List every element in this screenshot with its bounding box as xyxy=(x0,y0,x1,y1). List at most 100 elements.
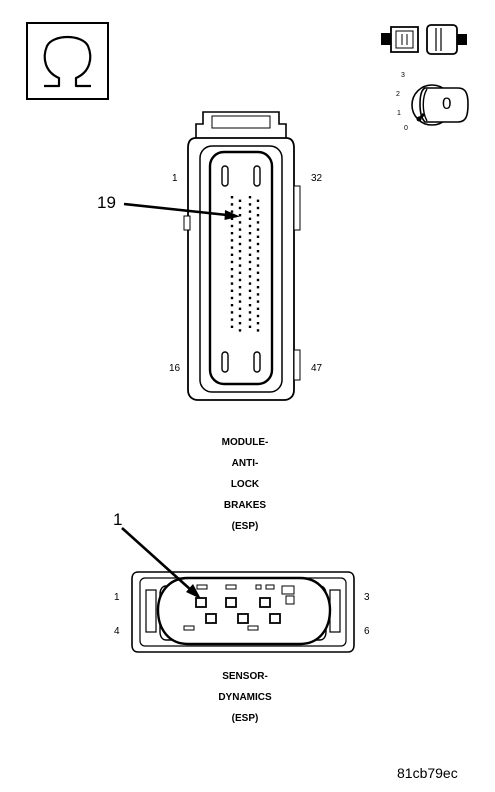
module-pin xyxy=(238,199,242,202)
module-pin xyxy=(230,318,234,321)
module-pin xyxy=(238,329,242,332)
sensor-pin-label-6: 6 xyxy=(364,626,370,637)
module-pin xyxy=(230,311,234,314)
callout-label-19: 19 xyxy=(97,193,116,212)
sensor-pin-label-3: 3 xyxy=(364,592,370,603)
module-pin xyxy=(230,296,234,300)
module-pin xyxy=(248,296,252,300)
module-pin xyxy=(238,214,242,217)
module-pin xyxy=(256,206,260,210)
module-pin xyxy=(256,271,260,274)
module-pin xyxy=(238,293,242,296)
callout-arrow-19 xyxy=(123,202,240,220)
module-caption-line: ANTI- xyxy=(231,458,259,469)
module-pin xyxy=(238,242,242,246)
module-pin xyxy=(238,221,242,224)
module-pin xyxy=(238,278,242,282)
module-pin xyxy=(256,293,260,296)
module-pin-label-1: 1 xyxy=(172,173,178,184)
module-pin xyxy=(230,217,234,220)
module-pin xyxy=(256,314,260,318)
module-pin xyxy=(256,199,260,202)
callout-arrow-1 xyxy=(121,527,201,599)
ignition-position-1: 1 xyxy=(397,110,401,117)
module-pin xyxy=(256,264,260,267)
module-pin xyxy=(248,232,252,235)
module-pin xyxy=(248,196,252,199)
module-pin xyxy=(256,329,260,332)
ignition-position-3: 3 xyxy=(401,72,405,79)
module-pin xyxy=(230,246,234,249)
module-pin xyxy=(230,210,234,213)
module-pin xyxy=(238,271,242,274)
module-caption-line: MODULE- xyxy=(221,437,269,448)
module-pin xyxy=(238,307,242,310)
module-pin xyxy=(256,250,260,253)
ignition-key-icon xyxy=(411,84,469,126)
module-pin xyxy=(238,257,242,260)
module-pin xyxy=(248,289,252,292)
sensor-caption-line: SENSOR- xyxy=(222,671,268,682)
sensor-caption-line: DYNAMICS xyxy=(218,692,272,703)
module-pin xyxy=(230,289,234,292)
module-pin xyxy=(238,264,242,267)
module-pin xyxy=(230,196,234,199)
module-pin xyxy=(256,322,260,325)
module-pin xyxy=(248,253,252,256)
module-pin xyxy=(238,228,242,231)
module-pin xyxy=(230,224,234,228)
figure-code: 81cb79ec xyxy=(397,765,458,781)
module-pin xyxy=(248,239,252,242)
module-caption-line: (ESP) xyxy=(231,521,259,532)
module-pin-label-16: 16 xyxy=(169,363,181,374)
module-pin-label-32: 32 xyxy=(311,173,323,184)
ignition-position-0: 0 xyxy=(404,125,408,132)
module-pin xyxy=(238,235,242,238)
module-pin xyxy=(248,325,252,328)
module-pin xyxy=(256,278,260,282)
module-pin xyxy=(248,217,252,220)
ignition-position-2: 2 xyxy=(396,91,400,98)
module-pin xyxy=(238,250,242,253)
module-pin xyxy=(256,300,260,303)
module-pin xyxy=(256,307,260,310)
module-pin xyxy=(256,257,260,260)
sensor-connector-face xyxy=(156,576,332,646)
module-pin xyxy=(248,210,252,213)
module-pin xyxy=(238,322,242,325)
module-pin xyxy=(230,325,234,328)
module-pin xyxy=(230,268,234,271)
module-caption: MODULE- ANTI- LOCK BRAKES (ESP) xyxy=(165,432,325,537)
module-pin xyxy=(256,214,260,217)
module-pin xyxy=(248,246,252,249)
sensor-connector xyxy=(131,571,355,653)
module-pin xyxy=(248,282,252,285)
module-pin xyxy=(230,282,234,285)
module-pin xyxy=(238,206,242,210)
module-pin xyxy=(248,260,252,264)
ignition-key-label: 0 xyxy=(442,94,452,113)
module-caption-line: LOCK xyxy=(230,479,260,490)
sensor-pin-label-4: 4 xyxy=(114,626,120,637)
module-pin xyxy=(238,314,242,318)
module-pin xyxy=(238,286,242,289)
sensor-caption-line: (ESP) xyxy=(231,713,259,724)
module-pin xyxy=(248,311,252,314)
module-pin xyxy=(248,318,252,321)
callout-label-1: 1 xyxy=(113,510,123,529)
module-pin xyxy=(230,203,234,206)
module-pin xyxy=(230,239,234,242)
module-connector-pins xyxy=(230,196,260,332)
sensor-caption: SENSOR- DYNAMICS (ESP) xyxy=(165,666,325,729)
module-pin xyxy=(238,300,242,303)
module-pin xyxy=(248,268,252,271)
module-pin-label-47: 47 xyxy=(311,363,323,374)
module-connector xyxy=(183,111,301,401)
sensor-pin-label-1: 1 xyxy=(114,592,120,603)
module-connector-face xyxy=(208,150,274,386)
module-pin xyxy=(248,203,252,206)
module-pin xyxy=(230,275,234,278)
module-pin xyxy=(256,286,260,289)
module-pin xyxy=(230,304,234,307)
